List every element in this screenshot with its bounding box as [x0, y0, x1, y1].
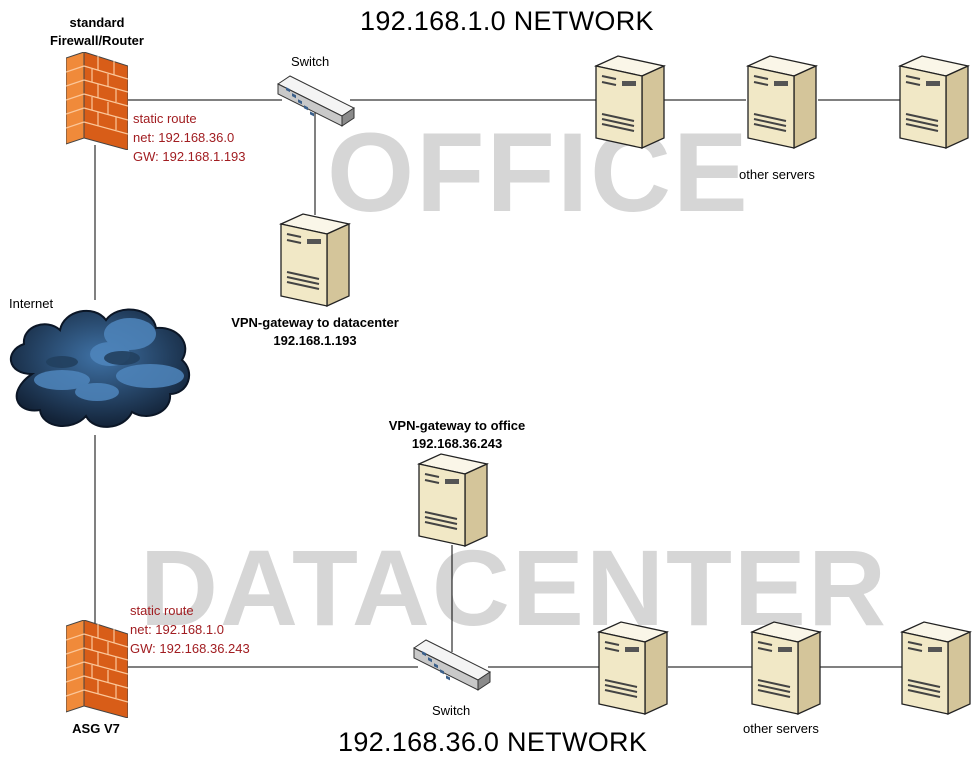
datacenter-vpn-gateway-ip: 192.168.36.243 [411, 436, 503, 451]
office-other-server-2-icon [898, 55, 970, 150]
office-vpn-gateway-name: VPN-gateway to datacenter [231, 315, 399, 330]
office-firewall-label: standard Firewall/Router [30, 14, 164, 50]
office-other-servers-label: other servers [739, 167, 815, 182]
office-static-route: static route net: 192.168.36.0 GW: 192.1… [133, 109, 246, 166]
office-firewall-label-line1: standard [69, 15, 125, 30]
office-firewall-label-line2: Firewall/Router [50, 33, 144, 48]
office-watermark: OFFICE [327, 110, 750, 235]
office-static-route-net: net: 192.168.36.0 [133, 130, 235, 145]
office-switch-label: Switch [291, 54, 330, 69]
internet-label: Internet [9, 296, 54, 311]
datacenter-static-route-gw: GW: 192.168.36.243 [130, 641, 250, 656]
office-static-route-title: static route [133, 111, 197, 126]
office-vpn-gateway-ip: 192.168.1.193 [273, 333, 357, 348]
internet-cloud-icon [9, 308, 191, 428]
datacenter-vpn-gateway-icon [417, 453, 489, 548]
office-switch-icon [277, 75, 355, 127]
office-other-server-1-icon [745, 55, 819, 150]
datacenter-other-server-1-icon [750, 621, 822, 716]
datacenter-vpn-gateway-label: VPN-gateway to office 192.168.36.243 [357, 417, 557, 453]
datacenter-firewall-icon [66, 620, 128, 718]
datacenter-other-server-2-icon [900, 621, 972, 716]
office-firewall-icon [66, 52, 128, 150]
datacenter-vpn-gateway-name: VPN-gateway to office [388, 418, 526, 433]
datacenter-static-route-net: net: 192.168.1.0 [130, 622, 224, 637]
datacenter-switch-icon [413, 639, 491, 691]
office-server-icon [594, 55, 666, 150]
datacenter-switch-label: Switch [432, 703, 471, 718]
datacenter-static-route: static route net: 192.168.1.0 GW: 192.16… [130, 601, 250, 658]
datacenter-network-title: 192.168.36.0 NETWORK [338, 727, 648, 757]
datacenter-firewall-label: ASG V7 [72, 721, 120, 736]
datacenter-static-route-title: static route [130, 603, 194, 618]
office-network-title: 192.168.1.0 NETWORK [360, 6, 654, 36]
datacenter-other-servers-label: other servers [743, 721, 819, 736]
office-vpn-gateway-label: VPN-gateway to datacenter 192.168.1.193 [195, 314, 435, 350]
datacenter-server-icon [597, 621, 669, 716]
office-vpn-gateway-icon [279, 213, 351, 308]
office-static-route-gw: GW: 192.168.1.193 [133, 149, 246, 164]
